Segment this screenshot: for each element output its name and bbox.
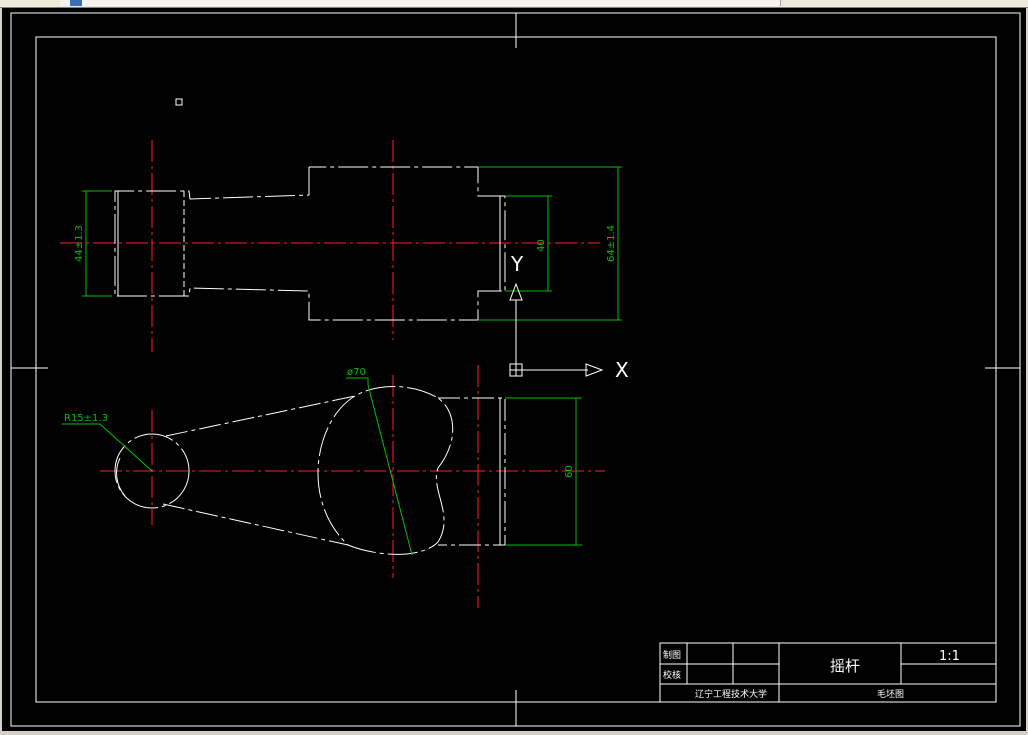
drawing-canvas[interactable]: 44±1.3 40 64±1.4 Y X 60 ø70 R15± [2, 8, 1026, 731]
dim-height-44: 44±1.3 [74, 225, 85, 262]
centerlines-front [100, 365, 605, 608]
ucs-icon [509, 282, 604, 377]
title-part-name: 摇杆 [830, 657, 860, 675]
title-drawn-label: 制图 [663, 649, 681, 661]
title-scale: 1:1 [939, 649, 960, 664]
document-tab[interactable] [660, 0, 781, 6]
drawing-file-icon [70, 0, 82, 6]
dimensions-top [82, 166, 622, 321]
centerlines-top [60, 140, 600, 352]
title-view-name: 毛坯图 [877, 688, 904, 700]
dim-height-64: 64±1.4 [606, 225, 617, 262]
cad-drawing: 44±1.3 40 64±1.4 Y X 60 ø70 R15± [10, 12, 1021, 727]
ucs-x-label: X [615, 358, 629, 382]
title-school: 辽宁工程技术大学 [695, 688, 767, 700]
grip-square[interactable] [175, 98, 183, 106]
front-view-outline [114, 386, 506, 555]
dim-height-60: 60 [564, 465, 575, 478]
window-bottom-edge [0, 731, 1028, 735]
top-view-outline [114, 166, 506, 321]
dim-radius-15: R15±1.3 [64, 413, 108, 424]
tab-strip [0, 0, 1028, 8]
document-tab[interactable] [525, 0, 661, 6]
sheet-frame [10, 12, 1021, 727]
document-tab[interactable] [360, 0, 526, 6]
dim-diameter-70: ø70 [347, 367, 366, 378]
ucs-y-label: Y [510, 252, 524, 276]
title-checked-label: 校核 [663, 669, 681, 681]
dim-height-40: 40 [536, 239, 547, 252]
document-tab[interactable] [200, 0, 361, 6]
dimensions-front [62, 377, 582, 556]
title-block [659, 642, 997, 703]
